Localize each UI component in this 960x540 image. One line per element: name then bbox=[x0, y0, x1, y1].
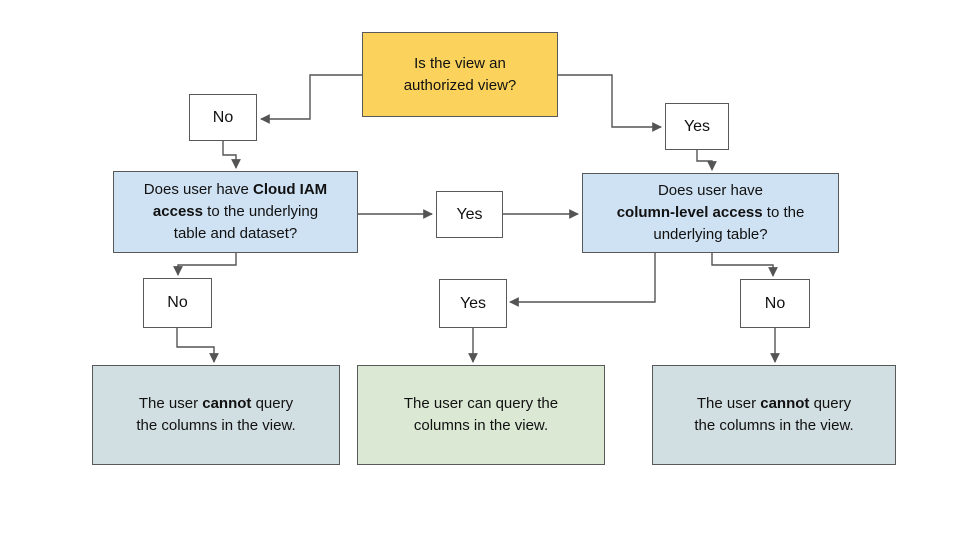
connector-q1-no1 bbox=[260, 74, 362, 124]
decision-is-authorized-view: Is the view an authorized view? bbox=[362, 32, 558, 117]
branch-label-yes-iam: Yes bbox=[436, 191, 503, 238]
result-can-query: The user can query the columns in the vi… bbox=[357, 365, 605, 465]
result-cannot-query-left-label: The user cannot query the columns in the… bbox=[136, 395, 296, 434]
branch-label-no-column-text: No bbox=[764, 294, 786, 312]
branch-label-no-column: No bbox=[740, 279, 810, 328]
branch-label-yes-iam-text: Yes bbox=[456, 205, 483, 223]
decision-cloud-iam-access-label: Does user have Cloud IAM access to the u… bbox=[143, 181, 328, 242]
connector-q3-no3 bbox=[711, 253, 778, 277]
connector-q3-yes3 bbox=[509, 253, 656, 307]
decision-is-authorized-view-label: Is the view an authorized view? bbox=[403, 54, 517, 94]
connector-q2-no2 bbox=[173, 253, 237, 276]
result-cannot-query-left: The user cannot query the columns in the… bbox=[92, 365, 340, 465]
result-cannot-query-right-label: The user cannot query the columns in the… bbox=[694, 395, 854, 434]
result-can-query-label: The user can query the columns in the vi… bbox=[403, 395, 559, 434]
branch-label-yes-authorized: Yes bbox=[665, 103, 729, 150]
result-cannot-query-right: The user cannot query the columns in the… bbox=[652, 365, 896, 465]
branch-label-yes-column-text: Yes bbox=[459, 294, 487, 312]
branch-label-no-authorized: No bbox=[189, 94, 257, 141]
branch-label-no-iam: No bbox=[143, 278, 212, 328]
branch-label-no-iam-text: No bbox=[167, 294, 188, 311]
branch-label-no-authorized-text: No bbox=[212, 108, 234, 126]
branch-label-yes-authorized-text: Yes bbox=[683, 117, 711, 135]
connector-no2-r1 bbox=[176, 328, 219, 363]
decision-column-level-access: Does user have column-level access to th… bbox=[582, 173, 839, 253]
branch-label-yes-column: Yes bbox=[439, 279, 507, 328]
decision-cloud-iam-access: Does user have Cloud IAM access to the u… bbox=[113, 171, 358, 253]
connector-yes1-q3 bbox=[696, 150, 717, 171]
connector-no1-q2 bbox=[222, 141, 241, 169]
decision-column-level-access-label: Does user have column-level access to th… bbox=[616, 182, 805, 243]
connector-q1-yes1 bbox=[558, 74, 662, 132]
